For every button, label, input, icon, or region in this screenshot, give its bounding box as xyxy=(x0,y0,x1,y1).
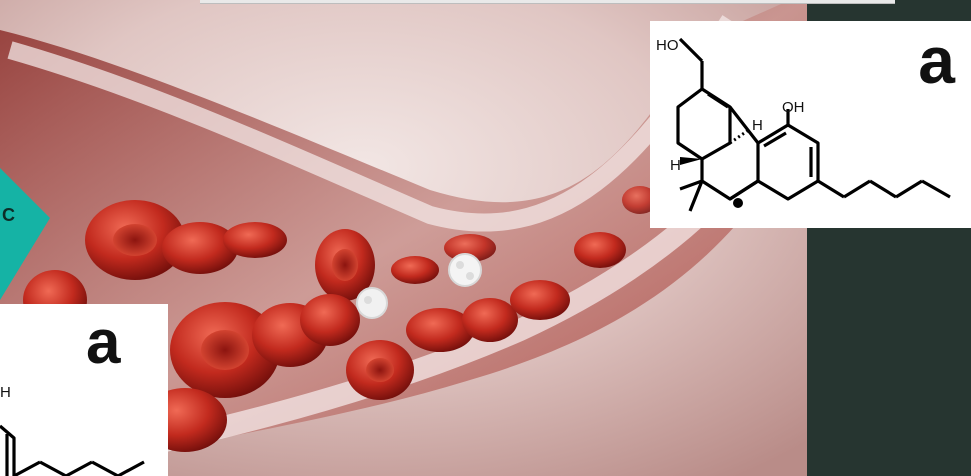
ho-label: HO xyxy=(656,37,679,54)
h-fragment-label: H xyxy=(0,384,11,401)
figure-label-partial: a xyxy=(86,308,121,377)
molecule-structure-diagram xyxy=(676,37,951,212)
badge-letter: C xyxy=(2,205,15,225)
chemical-structure-card-partial: a H xyxy=(0,304,168,476)
top-strip xyxy=(200,0,895,4)
h-lower-label: H xyxy=(670,157,681,174)
figure-label: a xyxy=(918,23,955,97)
red-blood-cells xyxy=(23,186,658,452)
h-upper-label: H xyxy=(752,117,763,134)
molecule-structure-fragment xyxy=(0,424,145,476)
platelet-particles xyxy=(356,253,482,319)
chemical-structure-card: a HO OH H H xyxy=(650,21,971,228)
teal-badge-shape xyxy=(0,168,50,300)
oh-label: OH xyxy=(782,99,805,116)
